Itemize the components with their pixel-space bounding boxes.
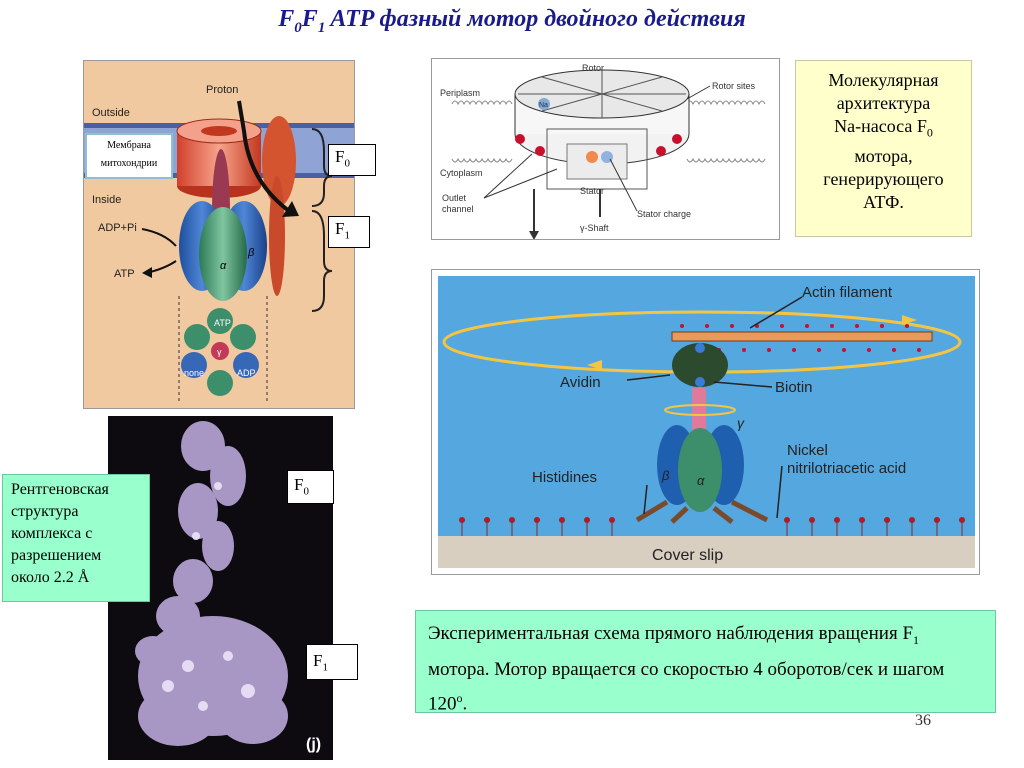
biotin-label: Biotin [775,379,813,396]
ring-none-label: none [184,368,204,378]
xray-note-text: Рентгеновская структура комплекса с разр… [11,481,109,586]
adp-pi-label: ADP+Pi [98,222,137,234]
stator-label: Stator [580,186,604,196]
xray-panel-tag: (j) [306,736,321,753]
nitrilotriacetic-acid-label: nitrilotriacetic acid [787,460,906,477]
f0-label-bottom: F0 [287,470,334,504]
na-pump-note-line-2: архитектура [836,93,931,113]
membrane-label: Мембрана митохондрии [85,133,173,179]
avidin-label: Avidin [560,374,601,391]
outlet-label: Outlet [442,193,467,203]
slide-title: F0F1 ATP фазный мотор двойного действия [278,6,746,36]
rotation-experiment-figure: Actin filament Avidin Biotin γ Nickel ni… [431,269,980,575]
outlet-channel-label: channel [442,204,474,214]
ring-gamma-label: γ [217,347,222,357]
na-pump-note-line-5: генерирующего [823,168,944,189]
rotation-experiment-drawing: Actin filament Avidin Biotin γ Nickel ni… [438,276,975,568]
gamma-shaft-label: γ-Shaft [580,223,609,233]
atp-synthase-drawing: α β ATP none ADP γ Proton Outside Inside… [84,84,354,401]
f1-label-bottom: F1 [306,644,358,680]
page-number: 36 [915,712,931,729]
na-pump-note-line-4: мотора, [854,145,913,166]
outside-label: Outside [92,107,130,119]
f0-label-top: F0 [328,144,376,176]
lipid-bilayer [451,100,766,163]
rotor-sites-label: Rotor sites [712,81,756,91]
na-pump-note-line-1: Молекулярная [828,70,939,90]
nickel-label: Nickel [787,442,828,459]
ring-adp-label: ADP [237,368,256,378]
na-ion-label: Na [539,102,548,109]
na-pump-note-line-3: Na-насоса F0 [834,116,933,140]
stator-charge-label: Stator charge [637,209,691,219]
xray-density-drawing: (j) [135,421,321,753]
actin-filament-label: Actin filament [802,284,893,301]
proton-label: Proton [206,84,238,96]
na-pump-figure: Na Rotor Rotor sites Periplasm Cytoplasm… [431,58,780,240]
rotation-alpha-label: α [697,473,705,488]
atp-label: ATP [114,268,135,280]
atp-synthase-figure: α β ATP none ADP γ Proton Outside Inside… [83,60,355,409]
na-pump-drawing: Na Rotor Rotor sites Periplasm Cytoplasm… [440,63,766,239]
beta-subunit-label: β [247,247,255,259]
f1-label-top: F1 [328,216,370,248]
inside-label: Inside [92,194,121,206]
membrane-label-line-2: митохондрии [100,158,158,169]
cover-slip-label: Cover slip [652,547,723,564]
ring-atp-label: ATP [214,318,231,328]
na-pump-note: Молекулярная архитектура Na-насоса F0 мо… [795,60,972,237]
histidines-label: Histidines [532,469,597,486]
membrane-label-line-1: Мембрана [107,140,151,151]
xray-note: Рентгеновская структура комплекса с разр… [2,474,150,602]
gamma-label: γ [737,415,745,431]
rotation-beta-label: β [661,468,670,483]
experiment-note: Экспериментальная схема прямого наблюден… [415,610,996,714]
periplasm-label: Periplasm [440,88,480,98]
cytoplasm-label: Cytoplasm [440,168,483,178]
rotor-label: Rotor [582,63,604,73]
na-pump-note-line-6: АТФ. [863,191,904,212]
alpha-subunit-label: α [220,260,227,272]
